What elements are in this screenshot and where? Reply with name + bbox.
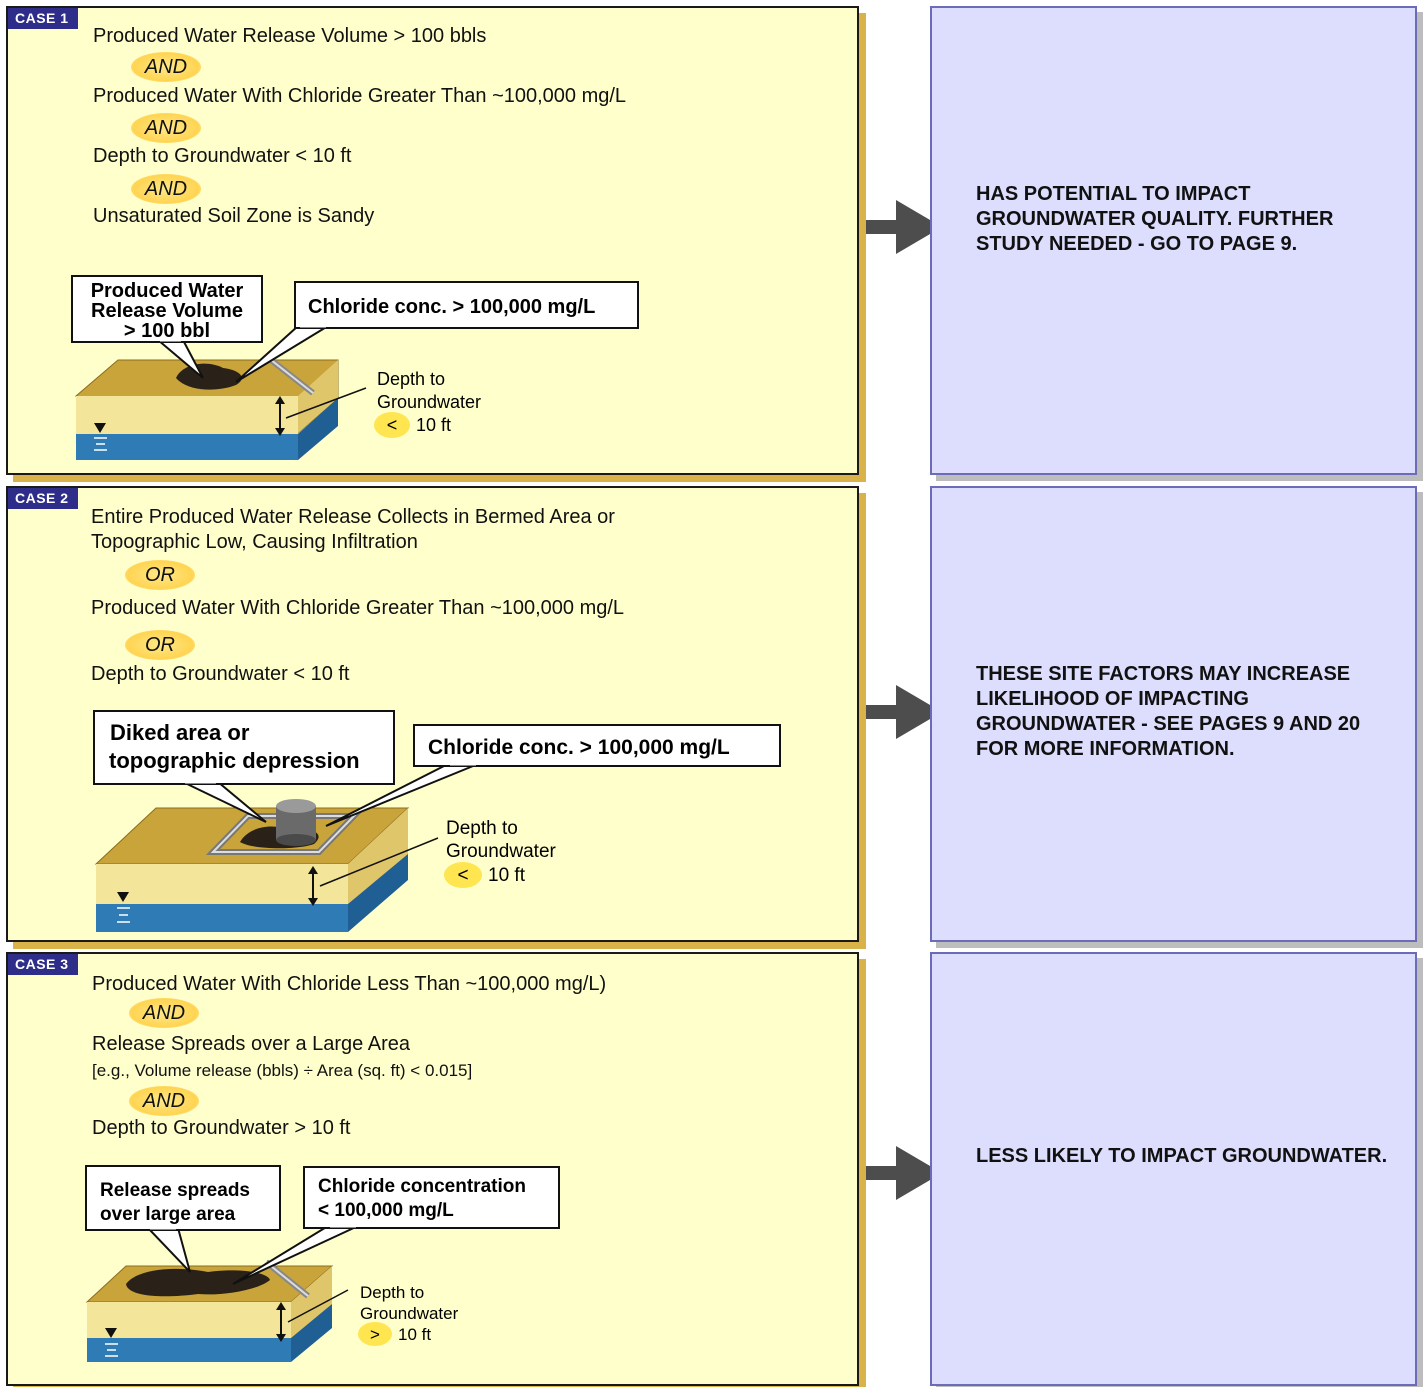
- case-2-result-text: THESE SITE FACTORS MAY INCREASE LIKELIHO…: [976, 663, 1361, 760]
- case-1-condition-depth: Depth to Groundwater < 10 ft: [93, 145, 352, 167]
- case-1-panel: CASE 1 Produced Water Release Volume > 1…: [6, 6, 859, 475]
- callout-chloride: Chloride conc. > 100,000 mg/L: [428, 736, 730, 759]
- callout-chloride: Chloride conc. > 100,000 mg/L: [308, 296, 595, 318]
- callout-diked-line1: Diked area or: [110, 720, 250, 745]
- depth-label-line2: Groundwater: [446, 841, 557, 862]
- arrow-right-icon: [866, 1146, 942, 1200]
- case-2-or-connector: OR: [125, 630, 195, 660]
- arrow-right-icon: [866, 685, 942, 739]
- case-1-condition-chloride: Produced Water With Chloride Greater Tha…: [93, 85, 627, 107]
- arrow-right-icon: [866, 200, 942, 254]
- depth-symbol: <: [457, 865, 468, 886]
- callout-diked-line2: topographic depression: [109, 748, 360, 773]
- case-2-result-panel: THESE SITE FACTORS MAY INCREASE LIKELIHO…: [930, 486, 1417, 942]
- case-2-condition-bermed: Entire Produced Water Release Collects i…: [91, 506, 615, 528]
- case-2-or-connector: OR: [125, 560, 195, 590]
- callout-spread-line1: over large area: [100, 1204, 236, 1225]
- callout-spread-line1: Release spreads: [100, 1180, 250, 1201]
- callout-volume-line3: > 100 bbl: [124, 320, 210, 342]
- case-2-panel: CASE 2 Entire Produced Water Release Col…: [6, 486, 859, 942]
- depth-value: 10 ft: [488, 865, 526, 886]
- case-1-condition-soil: Unsaturated Soil Zone is Sandy: [93, 205, 375, 227]
- case-2-tag: CASE 2: [8, 488, 78, 509]
- depth-label-line1: Depth to: [360, 1283, 424, 1302]
- case-3-and-connector: AND: [129, 998, 199, 1028]
- callout-chloride-line2: < 100,000 mg/L: [318, 1200, 454, 1221]
- case-3-condition-example: [e.g., Volume release (bbls) ÷ Area (sq.…: [92, 1061, 473, 1080]
- depth-label-line1: Depth to: [446, 818, 518, 839]
- callout-volume-line2: Release Volume: [91, 300, 243, 322]
- case-3-condition-chloride: Produced Water With Chloride Less Than ~…: [92, 973, 607, 995]
- case-3-and-connector: AND: [129, 1086, 199, 1116]
- case-1-illustration: Produced Water Release Volume > 100 bbl …: [71, 275, 639, 460]
- case-1-condition-volume: Produced Water Release Volume > 100 bbls: [93, 25, 487, 47]
- case-3-illustration: Release spreads over large area Chloride…: [85, 1165, 560, 1362]
- case-1-tag: CASE 1: [8, 8, 78, 29]
- depth-label-line2: Groundwater: [360, 1304, 459, 1323]
- case-2-condition-chloride: Produced Water With Chloride Greater Tha…: [91, 597, 625, 619]
- callout-volume-line1: Produced Water: [91, 280, 244, 302]
- case-1-and-connector: AND: [131, 52, 201, 82]
- case-1-result-panel: HAS POTENTIAL TO IMPACT GROUNDWATER QUAL…: [930, 6, 1417, 475]
- case-1-and-connector: AND: [131, 113, 201, 143]
- depth-label-line1: Depth to: [377, 369, 445, 389]
- case-3-tag: CASE 3: [8, 954, 78, 975]
- case-3-result-text: LESS LIKELY TO IMPACT GROUNDWATER.: [976, 1145, 1388, 1167]
- callout-chloride-line1: Chloride concentration: [318, 1176, 526, 1197]
- depth-value: 10 ft: [416, 415, 451, 435]
- depth-value: 10 ft: [398, 1325, 431, 1344]
- depth-symbol: <: [387, 415, 398, 435]
- case-3-condition-depth: Depth to Groundwater > 10 ft: [92, 1117, 351, 1139]
- case-3-panel: CASE 3 Produced Water With Chloride Less…: [6, 952, 859, 1386]
- case-2-condition-bermed-cont: Topographic Low, Causing Infiltration: [91, 531, 418, 553]
- case-1-and-connector: AND: [131, 174, 201, 204]
- case-3-condition-spread: Release Spreads over a Large Area: [92, 1033, 410, 1055]
- case-1-result-text: HAS POTENTIAL TO IMPACT GROUNDWATER QUAL…: [976, 183, 1334, 255]
- case-2-condition-depth: Depth to Groundwater < 10 ft: [91, 663, 350, 685]
- depth-symbol: >: [370, 1325, 380, 1344]
- case-2-illustration: Diked area or topographic depression Chl…: [93, 710, 781, 932]
- depth-label-line2: Groundwater: [377, 392, 481, 412]
- case-3-result-panel: LESS LIKELY TO IMPACT GROUNDWATER.: [930, 952, 1417, 1386]
